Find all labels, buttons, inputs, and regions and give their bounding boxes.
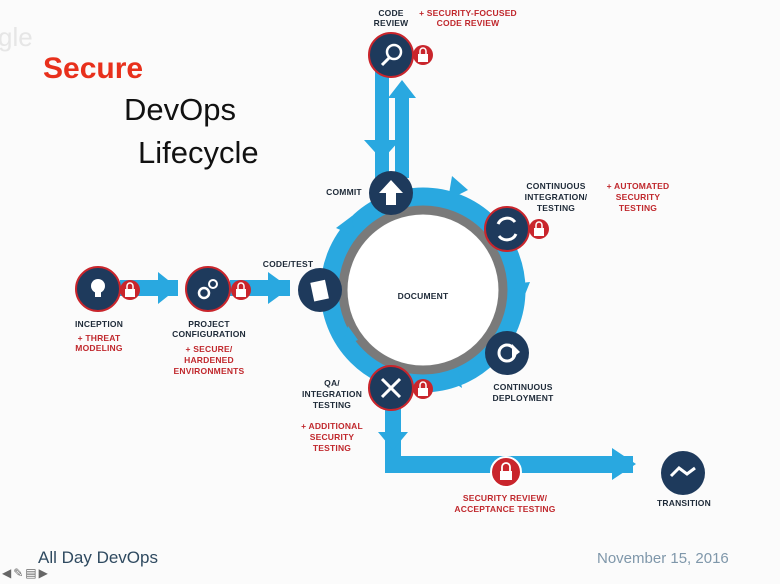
node-qa-testing — [368, 365, 414, 411]
sec-hardened-2: HARDENED — [184, 355, 234, 365]
lock-icon — [490, 456, 522, 488]
label-commit: COMMIT — [326, 187, 362, 197]
ghost-text: gle — [0, 22, 33, 52]
node-commit — [369, 171, 413, 215]
sec-auto-2: SECURITY — [615, 192, 661, 202]
arrow-exit-right — [612, 448, 636, 480]
label-ci-1: CONTINUOUS — [526, 181, 586, 191]
label-qa-1: QA/ — [324, 378, 340, 388]
lock-icon — [413, 45, 433, 65]
title-lifecycle: Lifecycle — [138, 135, 259, 170]
next-icon[interactable]: ▶ — [38, 566, 50, 580]
arrow-review-down — [364, 140, 400, 160]
node-transition — [661, 451, 705, 495]
label-inception: INCEPTION — [74, 319, 124, 329]
footer-brand: All Day DevOps — [38, 548, 158, 567]
sec-hardened-1: + SECURE/ — [185, 344, 233, 354]
lock-icon — [120, 280, 140, 300]
node-cd-deployment — [485, 331, 529, 375]
label-ci-3: TESTING — [536, 203, 576, 213]
node-project-config — [185, 266, 231, 312]
sec-threat-2: MODELING — [75, 343, 123, 353]
prev-icon[interactable]: ◀ — [2, 566, 14, 580]
label-transition: TRANSITION — [657, 498, 711, 508]
sec-auto-3: TESTING — [618, 203, 658, 213]
slide-nav: ◀✎▤▶ — [2, 566, 50, 580]
ring-arrows — [336, 176, 530, 388]
arrow-exit-down — [378, 432, 408, 450]
arrow-review-up — [388, 80, 416, 98]
lock-icon — [413, 379, 433, 399]
node-ci-testing — [484, 206, 530, 252]
sec-threat-1: + THREAT — [77, 333, 121, 343]
label-configuration: CONFIGURATION — [172, 329, 246, 339]
document-core — [348, 215, 498, 365]
pen-icon[interactable]: ✎ — [13, 566, 26, 580]
menu-icon[interactable]: ▤ — [25, 566, 39, 580]
lock-icons — [120, 45, 549, 488]
label-cd-2: DEPLOYMENT — [492, 393, 554, 403]
label-review: REVIEW — [373, 18, 409, 28]
title-devops: DevOps — [124, 92, 236, 127]
label-ci-2: INTEGRATION/ — [524, 192, 588, 202]
sec-additional-2: SECURITY — [309, 432, 355, 442]
label-qa-3: TESTING — [312, 400, 352, 410]
sec-code-review-2: CODE REVIEW — [436, 18, 500, 28]
center-label: DOCUMENT — [397, 291, 449, 301]
node-inception — [75, 266, 121, 312]
title-secure: Secure — [43, 52, 144, 85]
sec-additional-1: + ADDITIONAL — [301, 421, 363, 431]
flow-review-up — [395, 92, 409, 178]
lock-icon — [231, 280, 251, 300]
node-code-test — [298, 268, 342, 312]
footer-date: November 15, 2016 — [597, 550, 729, 567]
arrow-config — [268, 272, 290, 304]
node-code-review — [368, 32, 414, 78]
document-ring — [338, 205, 508, 375]
sec-hardened-3: ENVIRONMENTS — [173, 366, 245, 376]
label-security-review: SECURITY REVIEW/ — [462, 493, 548, 503]
sec-code-review-1: + SECURITY-FOCUSED — [419, 8, 517, 18]
label-qa-2: INTEGRATION — [301, 389, 363, 399]
label-code-test: CODE/TEST — [262, 259, 314, 269]
sec-additional-3: TESTING — [312, 443, 352, 453]
flow-review-down — [375, 70, 389, 180]
label-acceptance: ACCEPTANCE TESTING — [454, 504, 556, 514]
label-project: PROJECT — [188, 319, 230, 329]
label-code: CODE — [378, 8, 404, 18]
arrow-inception — [158, 272, 178, 304]
sec-auto-1: + AUTOMATED — [606, 181, 670, 191]
label-cd-1: CONTINUOUS — [493, 382, 553, 392]
lock-icon — [529, 219, 549, 239]
